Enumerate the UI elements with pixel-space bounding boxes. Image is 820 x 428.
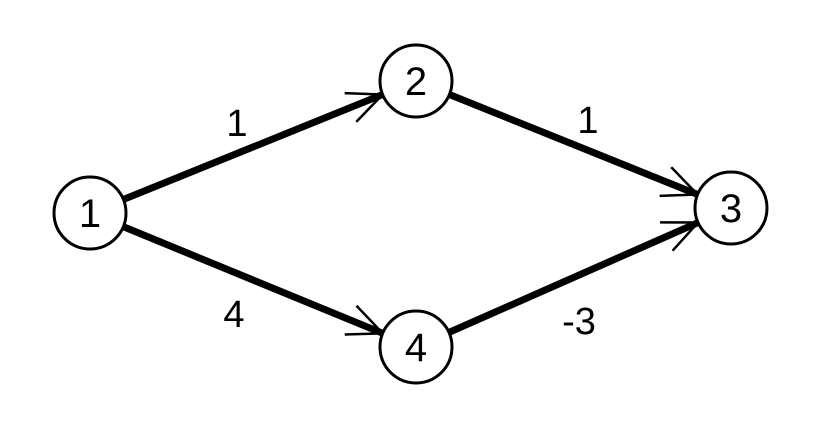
node-label: 4 [405,326,427,370]
node-circle [378,43,454,119]
edge-weight-1-2: 1 [226,103,247,145]
node-circle [378,309,454,385]
node-2: 2 [378,43,454,119]
edge-weight-2-3: 1 [577,100,598,142]
node-4: 4 [378,309,454,385]
node-label: 3 [720,187,742,231]
edge-weight-4-3: -3 [562,301,596,343]
node-circle [52,175,128,251]
edge-1-2 [122,91,384,203]
edge-1-4 [121,223,385,337]
node-1: 1 [52,175,128,251]
edge-weight-1-4: 4 [223,294,244,336]
edge-2-3 [448,91,699,198]
edge-4-3 [447,219,700,336]
node-3: 3 [693,170,769,246]
node-circle [693,170,769,246]
node-label: 1 [79,192,101,236]
node-label: 2 [405,60,427,104]
